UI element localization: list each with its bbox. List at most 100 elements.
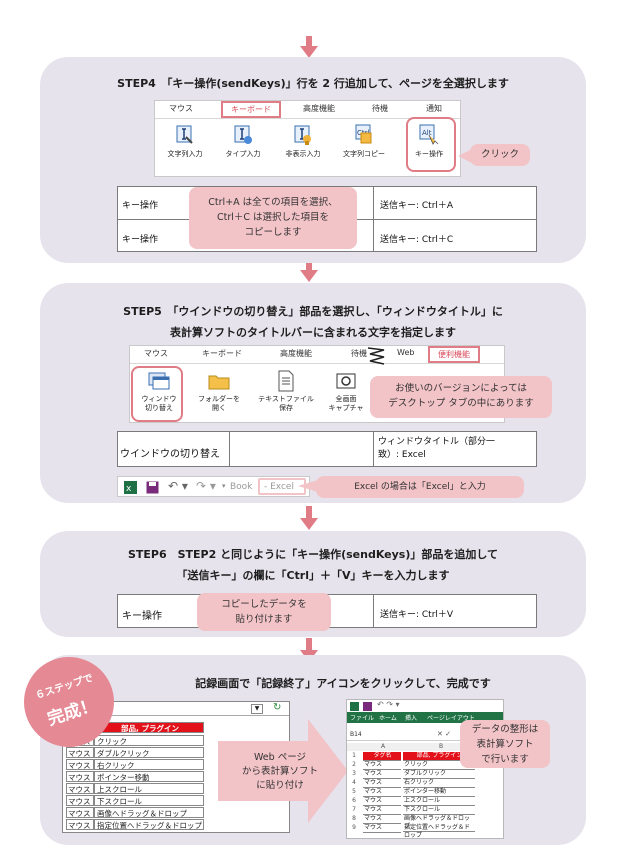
- sheet-titlebar: ↶ ↷ ▾: [347, 700, 503, 712]
- list-item-category: マウス: [66, 819, 94, 830]
- list-item-category: マウス: [66, 771, 94, 782]
- type-input-icon: [234, 125, 252, 144]
- tab-mouse[interactable]: マウス: [144, 349, 168, 358]
- row1-action: キー操作: [122, 201, 159, 211]
- window-title-book: Book: [230, 482, 253, 492]
- undo-icon[interactable]: ↶ ↷ ▾: [377, 700, 400, 709]
- ribbon-tab-bar: マウス キーボード 高度機能 待機 Web 便利機能: [130, 346, 504, 364]
- svg-text:Alt: Alt: [422, 129, 432, 137]
- list-item: マウスダブルクリック: [63, 747, 289, 758]
- menu-insert[interactable]: 挿入: [405, 715, 418, 722]
- tab-advanced[interactable]: 高度機能: [280, 349, 312, 358]
- row1-send-key: 送信キー: Ctrl＋A: [380, 201, 454, 211]
- list-item-category: マウス: [66, 795, 94, 806]
- ribbon-item-open-folder[interactable]: フォルダーを 開く: [192, 369, 246, 413]
- excel-icon: x: [124, 481, 137, 494]
- dropdown-icon[interactable]: ▼: [251, 704, 263, 714]
- step5-panel: STEP5 「ウインドウの切り替え」部品を選択し、「ウィンドウタイトル」に 表計…: [40, 283, 586, 503]
- sheet-cell-a: マウス: [363, 797, 401, 806]
- sheet-ribbon-tabs: ファイル ホーム 挿入 ページレイアウト: [347, 712, 503, 723]
- sheet-cell-b: 上スクロール: [403, 797, 475, 806]
- column-headers: A B: [347, 743, 503, 751]
- ribbon-item-key-operation[interactable]: Alt キー操作: [405, 123, 453, 159]
- window-title-setting: ウィンドウタイトル（部分一 致）: Excel: [378, 437, 496, 460]
- list-item: マウス右クリック: [63, 759, 289, 770]
- formula-bar: B14 ✕ ✓: [347, 730, 503, 741]
- step6-panel: STEP6 STEP2 と同じように「キー操作(sendKeys)」部品を追加し…: [40, 531, 586, 637]
- tab-wait[interactable]: 待機: [372, 104, 388, 113]
- window-switch-action: ウインドウの切り替え: [120, 449, 220, 460]
- list-item-action: ポインター移動: [94, 771, 204, 782]
- menu-page-layout[interactable]: ページレイアウト: [427, 715, 475, 722]
- step6-title-line1: STEP6 STEP2 と同じように「キー操作(sendKeys)」部品を追加し…: [127, 548, 499, 561]
- sheet-cell-b: 指定位置へドラッグ＆ドロップ: [403, 824, 475, 838]
- tab-keyboard[interactable]: キーボード: [202, 349, 242, 358]
- sheet-cell-b: クリック: [403, 761, 475, 770]
- paste-arrow-text: Web ページ から表計算ソフト に貼り付け: [241, 752, 318, 791]
- list-item-action: 右クリック: [94, 759, 204, 770]
- customize-icon[interactable]: ▾: [222, 482, 226, 490]
- sheet-cell-b: 下スクロール: [403, 806, 475, 815]
- sheet-header-row: 1 タグ名 部品, プラグイン: [347, 752, 503, 761]
- ribbon-item-screen-capture[interactable]: 全画面 キャプチャ: [320, 369, 372, 413]
- excel-callout: Excel の場合は「Excel」と入力: [316, 476, 524, 498]
- ribbon-tab-bar: マウス キーボード 高度機能 待機 通知: [155, 101, 460, 119]
- list-item-category: マウス: [66, 783, 94, 794]
- final-title: 記録画面で「記録終了」アイコンをクリックして、完成です: [195, 677, 491, 690]
- tab-advanced[interactable]: 高度機能: [303, 104, 335, 113]
- folder-icon: [208, 375, 230, 390]
- list-item-action: クリック: [94, 735, 204, 746]
- tab-keyboard[interactable]: キーボード: [221, 101, 281, 118]
- menu-file[interactable]: ファイル: [350, 715, 375, 722]
- ribbon-item-save-text-file[interactable]: テキストファイル 保存: [256, 369, 316, 413]
- final-panel: 記録画面で「記録終了」アイコンをクリックして、完成です ▼ ↻ 部品, プラグイ…: [12, 645, 586, 845]
- save-icon[interactable]: [363, 702, 372, 711]
- menu-home[interactable]: ホーム: [379, 715, 397, 722]
- key-operation-highlight: [406, 117, 456, 172]
- ribbon-item-string-input[interactable]: 文字列入力: [161, 123, 209, 159]
- text-input-icon: [176, 125, 193, 144]
- list-header: 部品, プラグイン: [94, 722, 204, 733]
- save-icon[interactable]: [146, 481, 159, 494]
- step4-ribbon: マウス キーボード 高度機能 待機 通知 文字列入力 タイプ入力 非表示入力 C…: [154, 100, 461, 177]
- ribbon-item-string-copy[interactable]: Ctrl 文字列コピー: [335, 123, 393, 159]
- sheet-cell-a: マウス: [363, 779, 401, 788]
- copy-icon: Ctrl: [355, 124, 372, 144]
- excel-title-bar: x ↶ ▾ ↷ ▾ ▾ Book - Excel: [117, 476, 310, 497]
- hidden-input-icon: [294, 125, 311, 145]
- step4-title: STEP4 「キー操作(sendKeys)」行を 2 行追加して、ページを全選択…: [117, 77, 509, 90]
- redo-icon[interactable]: ↷ ▾: [196, 479, 216, 493]
- ribbon-item-type-input[interactable]: タイプ入力: [219, 123, 267, 159]
- step6-callout: コピーしたデータを 貼り付けます: [197, 593, 331, 631]
- sheet-cell-b: 右クリック: [403, 779, 475, 788]
- undo-icon[interactable]: ↶ ▾: [168, 479, 188, 493]
- window-title-excel: - Excel: [264, 482, 294, 492]
- step6-title-line2: 「送信キー」の欄に「Ctrl」＋「V」キーを入力します: [176, 569, 450, 582]
- cancel-icon[interactable]: ✕ ✓: [437, 730, 451, 738]
- name-box[interactable]: B14: [350, 731, 362, 738]
- tab-utilities[interactable]: 便利機能: [428, 346, 480, 363]
- row2-send-key: 送信キー: Ctrl＋C: [380, 235, 454, 245]
- list-item-action: 下スクロール: [94, 795, 204, 806]
- sheet-cell-b: ポインター移動: [403, 788, 475, 797]
- tab-notify[interactable]: 通知: [426, 104, 442, 113]
- tab-web[interactable]: Web: [397, 348, 415, 357]
- ribbon-item-window-switch[interactable]: ウィンドウ 切り替え: [134, 369, 184, 413]
- tab-mouse[interactable]: マウス: [169, 104, 193, 113]
- list-item-category: マウス: [66, 759, 94, 770]
- window-switch-highlight: [131, 366, 183, 422]
- ribbon-item-hidden-input[interactable]: 非表示入力: [277, 123, 329, 159]
- list-item-action: 指定位置へドラッグ＆ドロップ: [94, 819, 204, 830]
- list-item: マウスポインター移動: [63, 771, 289, 782]
- refresh-icon[interactable]: ↻: [273, 702, 282, 713]
- tab-wait[interactable]: 待機: [351, 349, 367, 358]
- sheet-cell-b: 画像へドラッグ＆ドロップ: [403, 815, 475, 832]
- sheet-callout: データの整形は 表計算ソフト で行います: [460, 720, 550, 768]
- list-item: マウス指定位置へドラッグ＆ドロップ: [63, 819, 289, 830]
- click-callout: クリック: [470, 144, 530, 166]
